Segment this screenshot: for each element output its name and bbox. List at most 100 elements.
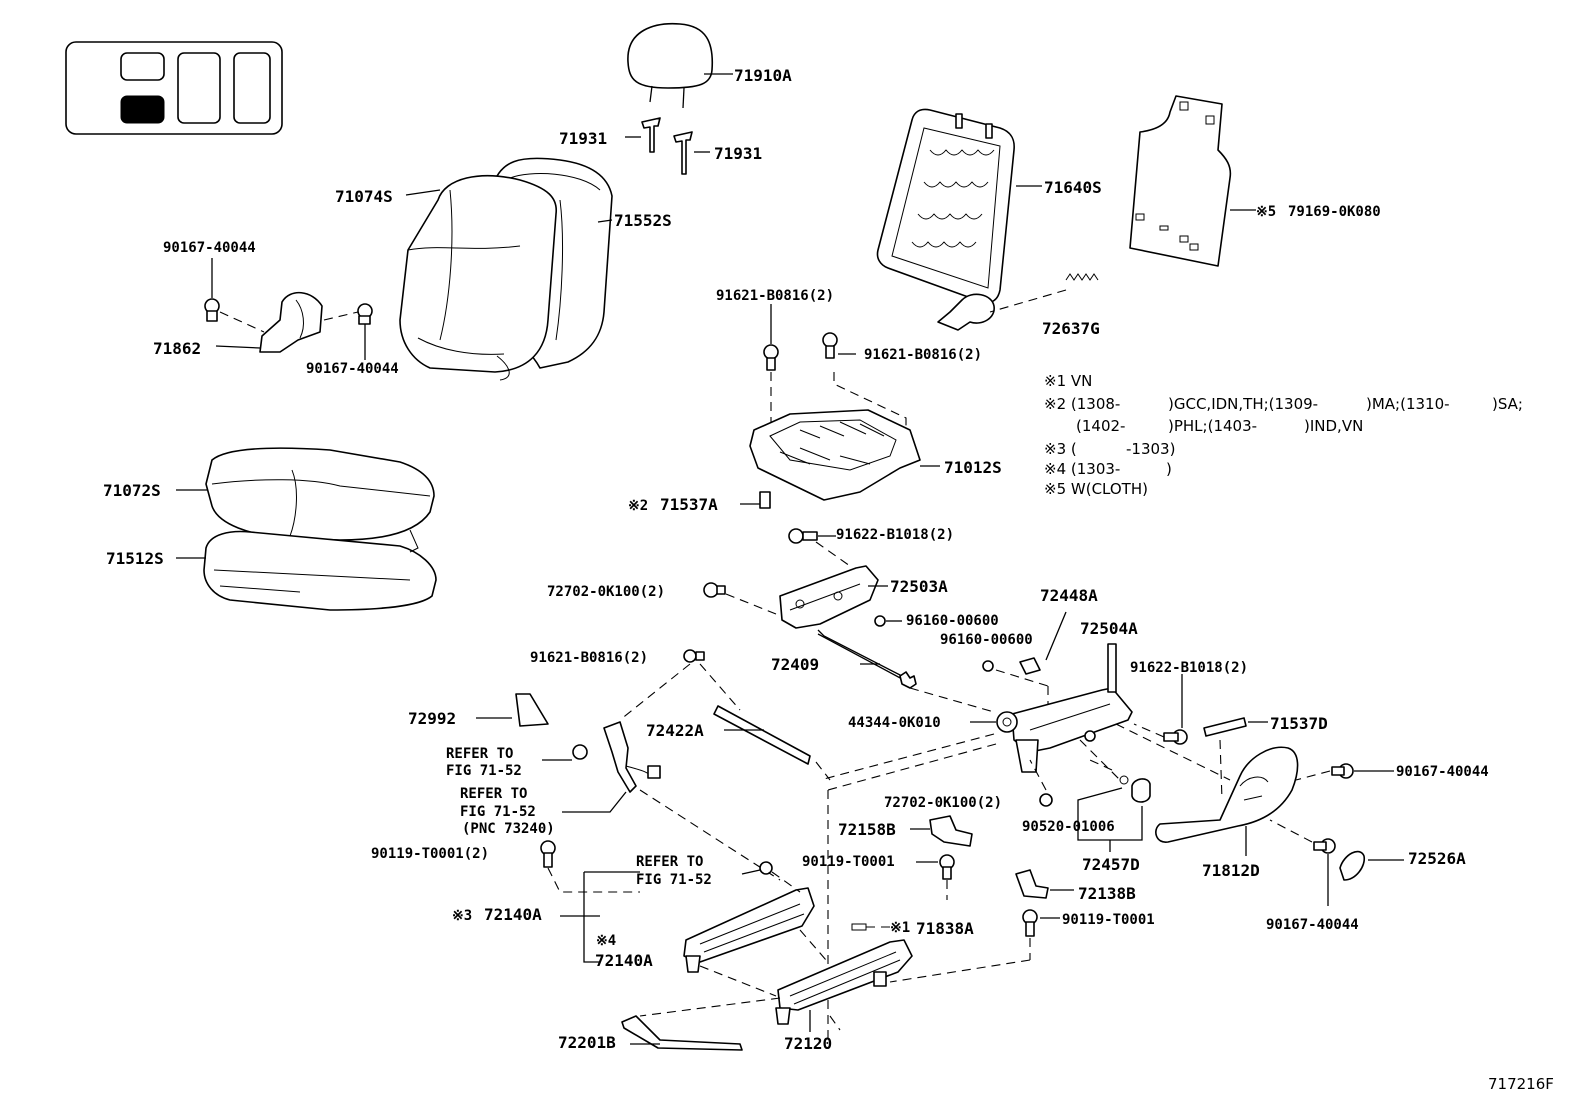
label-72448A: 72448A [1040,586,1098,605]
label-72158B: 72158B [838,820,896,839]
label-72503A: 72503A [890,577,948,596]
label-72637G: 72637G [1042,319,1100,338]
headrest-drawing [627,22,733,109]
headrest-guide-drawing [625,117,710,175]
note-1: ※1 VN [1044,372,1092,390]
seat-position-indicator [65,41,283,135]
note-4b: ) [1166,460,1172,478]
label-71012S: 71012S [944,458,1002,477]
note-2d: )SA; [1492,395,1523,413]
label-72140A-2-mark: ※4 [596,933,616,949]
note-3b: -1303) [1126,440,1175,458]
seat-track-upper-drawing [683,861,827,997]
label-71072S: 71072S [103,481,161,500]
label-90119-c: 90119-T0001 [1062,912,1155,928]
cushion-frame-drawing [740,409,940,509]
label-71812D: 71812D [1202,861,1260,880]
note-2g: )IND,VN [1304,417,1363,435]
note-4a: ※4 (1303- [1044,460,1120,478]
label-91622-a: 91622-B1018(2) [836,527,954,543]
label-71931-a: 71931 [559,129,607,148]
label-72457D: 72457D [1082,855,1140,874]
belt-buckle-drawing [476,693,781,881]
label-91621-a: 91621-B0816(2) [716,288,834,304]
note-2a: ※2 (1308- [1044,395,1120,413]
selected-seat-block [120,95,165,124]
label-90119-b: 90119-T0001 [802,854,895,870]
refer-2-line1: REFER TO [460,786,527,802]
refer-1-line1: REFER TO [446,746,513,762]
clip-72138B-drawing [1015,869,1074,899]
label-72140A-1-mark: ※3 [452,908,472,924]
label-72138B: 72138B [1078,884,1136,903]
label-71862: 71862 [153,339,201,358]
label-72140A-1: 72140A [484,905,542,924]
seatback-frame-drawing [876,108,1042,331]
clip-72158B-drawing [910,815,973,847]
label-71537A-mark: ※2 [628,498,648,514]
label-71910A: 71910A [734,66,792,85]
cushion-cover-drawing [176,447,437,611]
label-72201B: 72201B [558,1033,616,1052]
label-71640S: 71640S [1044,178,1102,197]
label-90167-c: 90167-40044 [1396,764,1489,780]
refer-2-line3: (PNC 73240) [462,821,555,837]
label-72504A: 72504A [1080,619,1138,638]
label-72992: 72992 [408,709,456,728]
note-2f: )PHL;(1403- [1168,417,1257,435]
label-90167-a: 90167-40044 [163,240,256,256]
label-71537D: 71537D [1270,714,1328,733]
label-90167-d: 90167-40044 [1266,917,1359,933]
lifter-side-bolt-drawing [1133,674,1268,801]
label-71838A: 71838A [916,919,974,938]
seatback-board-drawing [1129,95,1256,267]
leader-lines [560,871,640,963]
label-72140A-2: 72140A [595,951,653,970]
recliner-cover-drawing [204,258,373,360]
adjust-lever-drawing [1155,746,1404,906]
label-96160-b: 96160-00600 [940,632,1033,648]
note-5: ※5 W(CLOTH) [1044,480,1148,498]
label-71552S: 71552S [614,211,672,230]
label-72702-b: 72702-0K100(2) [884,795,1002,811]
label-71838A-mark: ※1 [890,920,910,936]
figure-code: 717216F [1488,1075,1554,1093]
lifter-bracket-drawing [703,528,902,629]
label-79169-mark: ※5 [1256,204,1276,220]
label-90119-a: 90119-T0001(2) [371,846,489,862]
lifter-pin-drawing [982,611,1067,720]
label-71931-b: 71931 [714,144,762,163]
label-90520: 90520-01006 [1022,819,1115,835]
spring-drawing [989,273,1099,313]
link-rod-drawing [619,649,831,781]
refer-1-line2: FIG 71-52 [446,763,522,779]
label-72409: 72409 [771,655,819,674]
label-72526A: 72526A [1408,849,1466,868]
note-2b: )GCC,IDN,TH;(1309- [1168,395,1318,413]
wire-drawing [621,1015,743,1051]
bushing-drawing [819,733,997,1040]
label-96160-a: 96160-00600 [906,613,999,629]
lifter-assembly-drawing [970,643,1231,781]
refer-3-line1: REFER TO [636,854,703,870]
label-44344: 44344-0K010 [848,715,941,731]
label-79169: 79169-0K080 [1288,204,1381,220]
label-91621-c: 91621-B0816(2) [530,650,648,666]
label-71537A: 71537A [660,495,718,514]
seatback-cover-drawing [399,157,613,381]
note-2c: )MA;(1310- [1366,395,1450,413]
label-72702-a: 72702-0K100(2) [547,584,665,600]
label-72120: 72120 [784,1034,832,1053]
label-71512S: 71512S [106,549,164,568]
note-2e: (1402- [1076,417,1125,435]
label-91622-b: 91622-B1018(2) [1130,660,1248,676]
label-71074S: 71074S [335,187,393,206]
note-3a: ※3 ( [1044,440,1077,458]
label-72422A: 72422A [646,721,704,740]
track-bolts-drawing [540,840,1060,983]
lower-fastener-drawing [1029,759,1151,852]
refer-3-line2: FIG 71-52 [636,872,712,888]
refer-2-line2: FIG 71-52 [460,804,536,820]
